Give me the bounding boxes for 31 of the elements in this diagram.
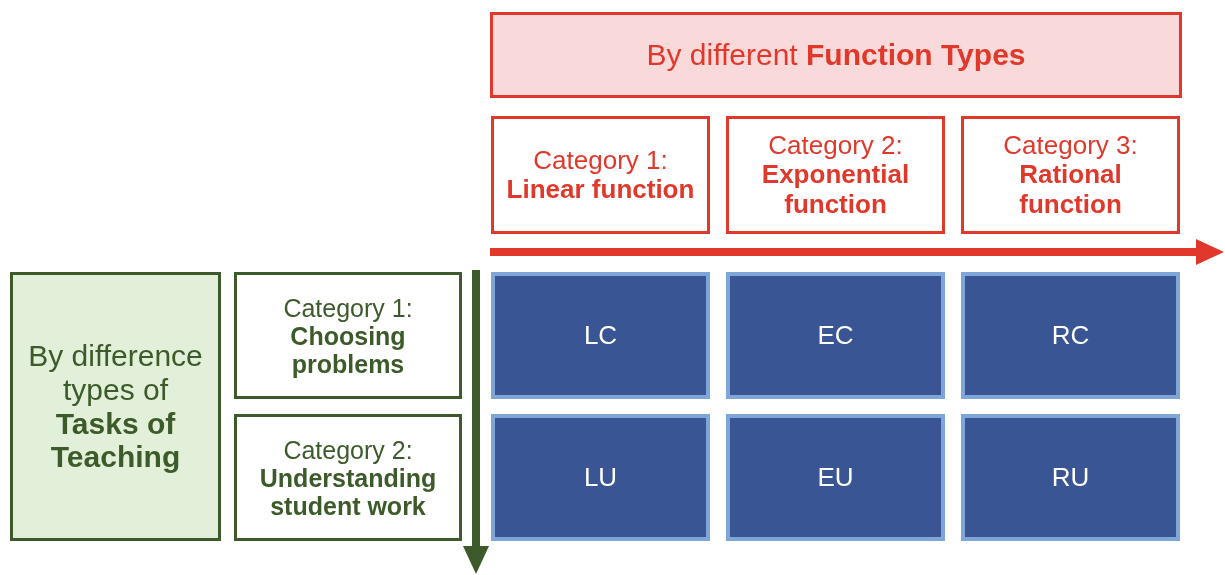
matrix-cell xyxy=(491,272,710,399)
matrix-cell xyxy=(726,414,945,541)
category-name: Linear function xyxy=(506,175,695,205)
category-label: Category 3: xyxy=(1003,131,1138,161)
cell-code: LC xyxy=(583,320,618,351)
category-box xyxy=(726,116,945,234)
cell-code: RU xyxy=(1051,462,1090,493)
matrix-cell xyxy=(961,272,1180,399)
category-box xyxy=(961,116,1180,234)
category-label: Category 2: xyxy=(768,131,903,161)
category-name: Choosing problems xyxy=(290,321,407,378)
header-panel xyxy=(10,272,221,541)
category-box xyxy=(234,272,462,399)
heading-text: By difference types of Tasks of Teaching xyxy=(27,339,204,474)
category-label: Category 2: xyxy=(283,435,413,464)
cell-code: EU xyxy=(817,462,854,493)
category-name: Rational function xyxy=(1018,160,1123,219)
category-label: Category 1: xyxy=(283,293,413,322)
category-name: Understanding student work xyxy=(258,463,438,520)
cell-code: RC xyxy=(1051,320,1090,351)
cell-code: LU xyxy=(583,462,618,493)
matrix-cell xyxy=(726,272,945,399)
category-name: Exponential function xyxy=(760,160,911,219)
matrix-cell xyxy=(961,414,1180,541)
category-label: Category 1: xyxy=(533,145,668,175)
header-banner xyxy=(490,12,1182,98)
cell-code: EC xyxy=(817,320,854,351)
heading-text: By different Function Types xyxy=(646,38,1026,72)
category-box xyxy=(491,116,710,234)
matrix-cell xyxy=(491,414,710,541)
category-box xyxy=(234,414,462,541)
